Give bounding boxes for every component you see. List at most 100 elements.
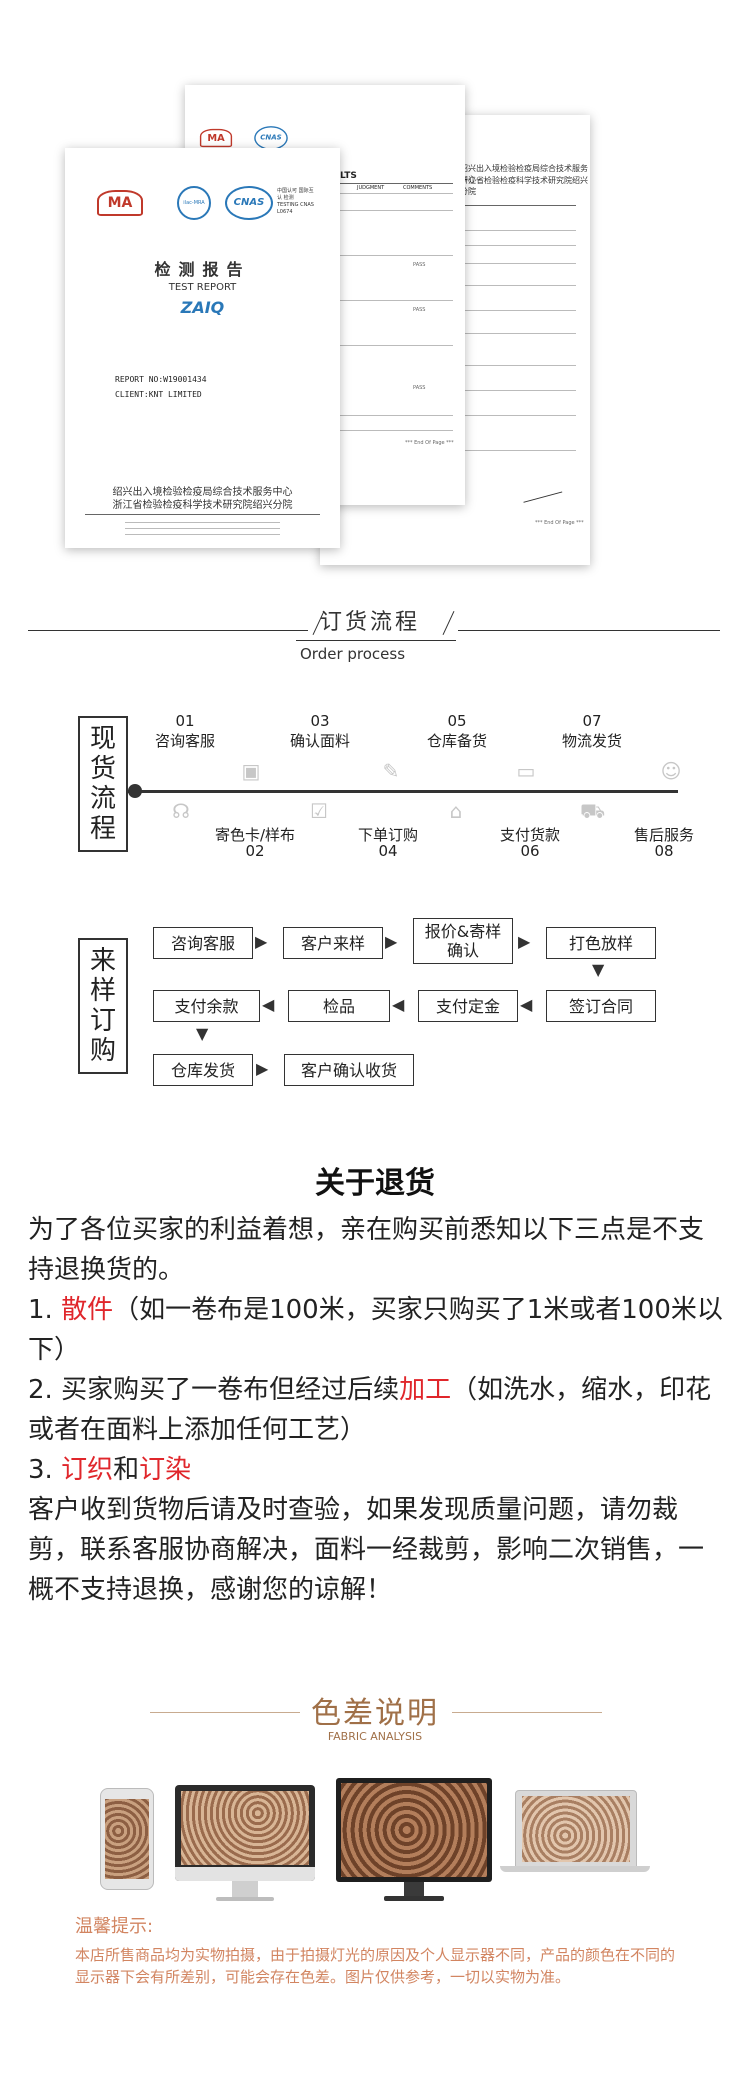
order-process-title: 订货流程: [320, 610, 421, 635]
edit-icon: ✎: [382, 759, 400, 783]
monitor-stand: [404, 1882, 424, 1898]
report-title-cn: 检测报告: [154, 260, 251, 279]
step-08-label: 售后服务: [633, 826, 694, 844]
imac-screen: [181, 1791, 309, 1865]
cnas-logo: CNAS: [225, 186, 273, 220]
sample-flow-label: 来样订购: [78, 938, 128, 1074]
end-of-page: *** End Of Page ***: [405, 440, 454, 446]
flow-box-customer-sample: 客户来样: [283, 927, 383, 959]
arrow-down-icon: ▼: [592, 960, 605, 979]
arrow-right-icon: ▶: [518, 932, 531, 951]
truck-icon: ⛟: [580, 799, 606, 823]
title-rule-right: [458, 630, 720, 631]
imac-base: [216, 1897, 274, 1901]
step-04-num: 04: [378, 842, 398, 860]
step-03-label: 确认面料: [289, 732, 350, 750]
subtitle-rule: [296, 640, 456, 641]
org-name: 绍兴出入境检验检疫局综合技术服务中心: [112, 487, 293, 498]
warehouse-icon: ⌂: [449, 799, 463, 823]
returns-item-2: 2. 买家购买了一卷布但经过后续加工（如洗水，缩水，印花或者在面料上添加任何工艺…: [28, 1375, 712, 1445]
report-number: REPORT NO:W19001434: [115, 375, 207, 384]
cnas-logo: CNAS: [254, 126, 288, 150]
package-icon: ▣: [241, 759, 261, 783]
headset-icon: ☊: [172, 799, 190, 823]
phone-screen: [105, 1799, 149, 1879]
order-process-subtitle: Order process: [300, 645, 406, 663]
step-03-num: 03: [310, 712, 330, 730]
arrow-right-icon: ▶: [256, 1059, 269, 1078]
laptop-screen: [522, 1796, 630, 1862]
judgment-col: JUDGMENT: [357, 185, 385, 191]
step-06-label: 支付货款: [499, 826, 560, 844]
report-title-en: TEST REPORT: [168, 282, 237, 293]
laptop-device: [515, 1790, 637, 1868]
title-rule-left: [28, 630, 308, 631]
cd-rule-left: [150, 1712, 300, 1713]
step-01-num: 01: [175, 712, 195, 730]
org-name-2: 浙江省检验检疫科学技术研究院绍兴分院: [112, 500, 293, 511]
imac-stand: [232, 1881, 258, 1899]
timeline-bar: [128, 790, 678, 793]
returns-item-3: 3. 订织和订染: [28, 1455, 192, 1485]
org-name-2: 浙江省检验检疫科学技术研究院绍兴分院: [460, 176, 588, 196]
step-05-num: 05: [447, 712, 467, 730]
arrow-left-icon: ◀: [520, 995, 533, 1014]
monitor-base: [384, 1896, 444, 1901]
returns-intro: 为了各位买家的利益着想，亲在购买前悉知以下三点是不支持退换货的。: [28, 1215, 705, 1285]
end-of-page: *** End Of Page ***: [535, 520, 584, 526]
step-07-label: 物流发货: [561, 732, 622, 750]
imac-chin: [175, 1867, 315, 1881]
flow-box-confirm-receipt: 客户确认收货: [284, 1054, 414, 1086]
client-name: CLIENT:KNT LIMITED: [115, 390, 202, 399]
checklist-icon: ☑: [310, 799, 328, 823]
ma-logo: MA: [97, 190, 143, 216]
card-icon: ▭: [516, 759, 536, 783]
color-diff-title: 色差说明: [311, 1696, 439, 1731]
returns-closing: 客户收到货物后请及时查验，如果发现质量问题，请勿裁剪，联系客服协商解决，面料一经…: [28, 1495, 705, 1605]
signature: [517, 470, 563, 503]
flow-box-contract: 签订合同: [546, 990, 656, 1022]
step-07-num: 07: [582, 712, 602, 730]
imac-device: [175, 1785, 315, 1881]
step-02-label: 寄色卡/样布: [214, 826, 296, 844]
step-04-label: 下单订购: [357, 826, 418, 844]
report-page-cover: MA ilac-MRA CNAS 中国认可 国际互认 检测 TESTING CN…: [65, 148, 340, 548]
comments-col: COMMENTS: [403, 185, 433, 191]
phone-device: [100, 1788, 154, 1890]
arrow-right-icon: ▶: [255, 932, 268, 951]
arrow-down-icon: ▼: [196, 1024, 209, 1043]
step-06-num: 06: [520, 842, 540, 860]
ilac-logo: ilac-MRA: [177, 186, 211, 220]
tip-text: 本店所售商品均为实物拍摄，由于拍摄灯光的原因及个人显示器不同，产品的颜色在不同的…: [75, 1946, 676, 1986]
stock-flow-label: 现货流程: [78, 716, 128, 852]
arrow-left-icon: ◀: [392, 995, 405, 1014]
monitor-device: [336, 1778, 492, 1882]
arrow-right-icon: ▶: [385, 932, 398, 951]
laptop-base: [500, 1866, 650, 1872]
flow-box-quote-sample: 报价&寄样确认: [413, 918, 513, 964]
pass-text: PASS: [413, 262, 426, 268]
returns-title: 关于退货: [315, 1166, 435, 1201]
step-08-num: 08: [654, 842, 674, 860]
cd-rule-right: [452, 1712, 602, 1713]
step-01-label: 咨询客服: [154, 732, 215, 750]
step-02-num: 02: [245, 842, 265, 860]
smile-icon: ☺: [660, 759, 682, 783]
ma-logo: MA: [199, 128, 233, 148]
arrow-left-icon: ◀: [262, 995, 275, 1014]
tip-title: 温馨提示:: [75, 1916, 154, 1937]
results-heading: LTS: [340, 171, 357, 181]
org-name: 绍兴出入境检验检疫局综合技术服务中心: [460, 164, 588, 184]
flow-box-balance: 支付余款: [153, 990, 260, 1022]
title-slash-right: [442, 611, 455, 635]
flow-box-deposit: 支付定金: [418, 990, 518, 1022]
flow-box-inspection: 检品: [288, 990, 390, 1022]
flow-box-ship: 仓库发货: [153, 1054, 253, 1086]
cnas-text: 中国认可 国际互认 检测 TESTING CNAS L0674: [277, 188, 314, 215]
flow-box-consult: 咨询客服: [153, 927, 253, 959]
color-diff-subtitle: FABRIC ANALYSIS: [327, 1730, 423, 1743]
returns-item-1: 1. 散件（如一卷布是100米，买家只购买了1米或者100米以下）: [28, 1295, 723, 1365]
pass-text: PASS: [413, 307, 426, 313]
zaiq-logo: ZAIQ: [180, 298, 225, 317]
timeline-start-dot: [128, 784, 142, 798]
